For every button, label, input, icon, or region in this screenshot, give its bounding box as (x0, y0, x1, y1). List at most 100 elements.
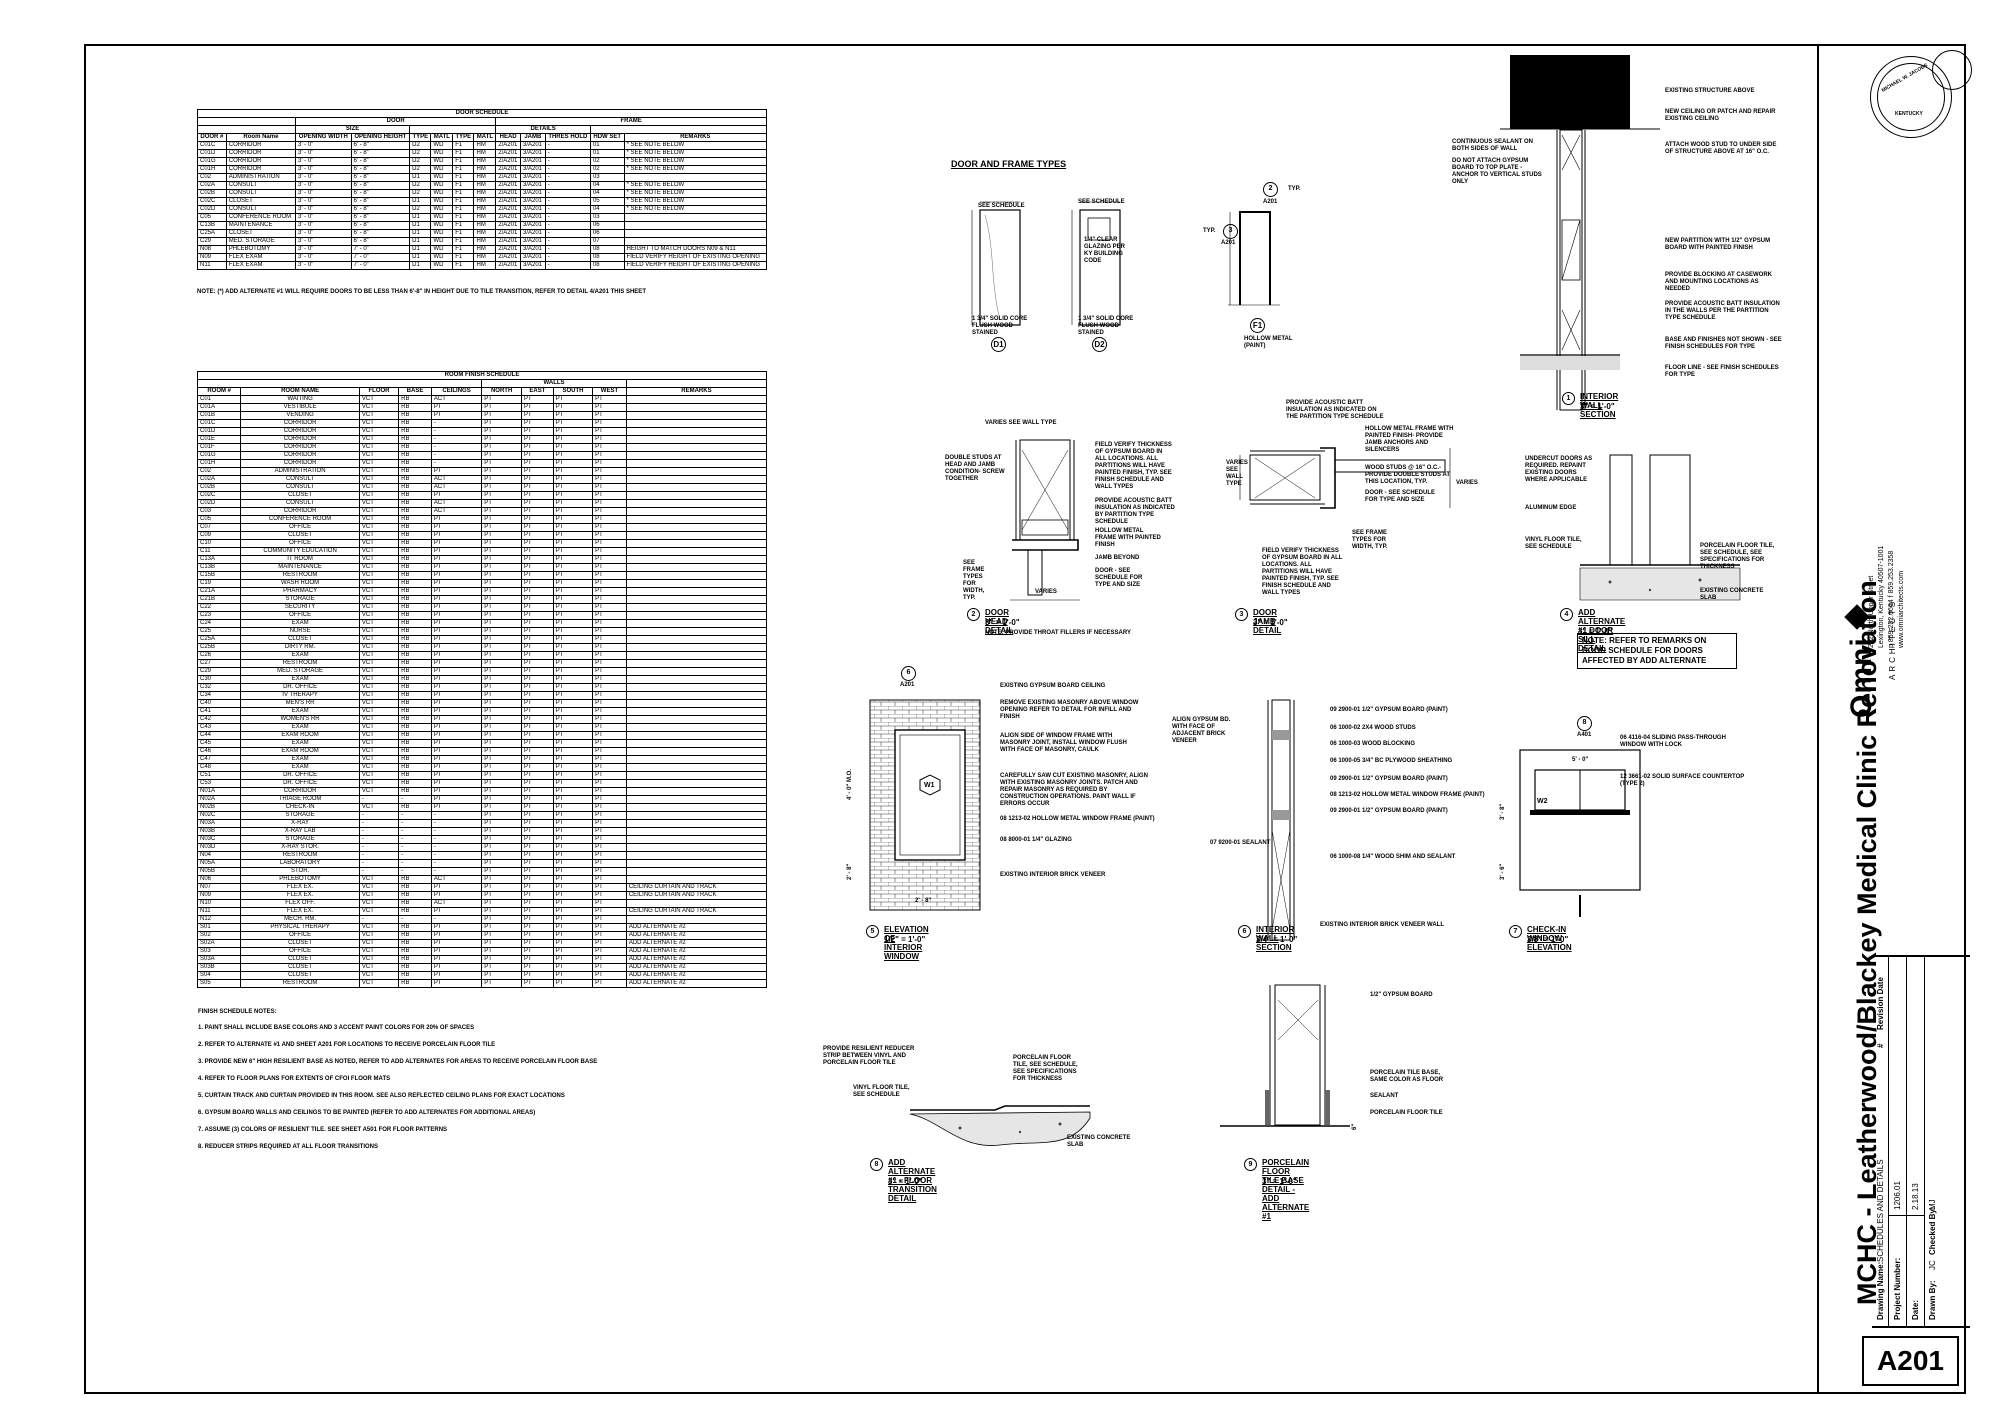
table-cell: PT (521, 475, 554, 484)
table-cell: C02A (196, 475, 242, 484)
door-header-0: DOOR # (197, 133, 227, 142)
table-cell: DR. OFFICE (240, 779, 360, 788)
table-cell: - (430, 443, 483, 452)
table-cell: PT (430, 763, 483, 772)
table-cell: C02D (196, 499, 242, 508)
table-cell: VCT (358, 619, 400, 628)
detail-scale: 3/8" = 1'-0" (1527, 935, 1569, 944)
detail-number-bubble: 3 (1235, 608, 1248, 621)
table-cell: 3' - 0" (295, 141, 352, 150)
table-cell: PT (552, 691, 594, 700)
table-cell: - (544, 141, 591, 150)
table-cell: PT (521, 827, 554, 836)
table-cell: C29 (196, 667, 242, 676)
table-cell: PT (481, 923, 523, 932)
finish-note: 4. REFER TO FLOOR PLANS FOR EXTENTS OF C… (198, 1076, 391, 1082)
callout-label: EXISTING INTERIOR BRICK VENEER (1000, 872, 1106, 878)
table-cell: PT (592, 971, 627, 980)
table-cell: PT (521, 803, 554, 812)
table-cell: RB (398, 515, 432, 524)
detail-5-bubble: 6 (901, 666, 916, 681)
table-cell: CONSULT (240, 475, 360, 484)
table-cell: PT (552, 947, 594, 956)
table-cell: STORAGE (240, 811, 360, 820)
table-cell: WOMEN'S RR (240, 715, 360, 724)
table-cell: PT (552, 739, 594, 748)
table-cell (625, 667, 768, 676)
callout-label: 06 4116-04 SLIDING PASS-THROUGH WINDOW W… (1620, 735, 1726, 748)
table-cell: VCT (358, 451, 400, 460)
table-cell: PT (592, 467, 627, 476)
table-cell: PT (592, 499, 627, 508)
table-cell: CEILING CURTAIN AND TRACK (625, 891, 768, 900)
table-cell: COMMUNITY EDUCATION (240, 547, 360, 556)
table-cell: - (430, 819, 483, 828)
door-header-3: OPENING HEIGHT (350, 133, 411, 142)
callout-label: DO NOT ATTACH GYPSUM BOARD TO TOP PLATE … (1452, 158, 1542, 185)
table-cell: PT (430, 595, 483, 604)
table-cell: RB (398, 579, 432, 588)
table-cell (625, 739, 768, 748)
table-cell: WASH ROOM (240, 579, 360, 588)
table-cell: - (430, 859, 483, 868)
table-cell: PT (592, 507, 627, 516)
table-cell: 02 (589, 165, 625, 174)
table-cell: VCT (358, 435, 400, 444)
table-cell: PT (430, 707, 483, 716)
table-cell: PT (521, 755, 554, 764)
table-cell (625, 467, 768, 476)
table-cell: C09 (196, 531, 242, 540)
table-cell (625, 643, 768, 652)
table-cell: CORRIDOR (240, 787, 360, 796)
table-cell: VCT (358, 971, 400, 980)
detail-8-drawing (909, 1105, 1091, 1146)
table-cell: PT (592, 435, 627, 444)
table-cell: PT (521, 795, 554, 804)
table-cell (625, 443, 768, 452)
table-cell: PT (552, 955, 594, 964)
table-cell: VCT (358, 715, 400, 724)
address-line: Lexington, Kentucky 40507-1001 (1878, 545, 1885, 648)
table-cell: C01E (196, 435, 242, 444)
table-cell: PT (521, 899, 554, 908)
table-cell: C05 (196, 515, 242, 524)
table-cell: PT (521, 563, 554, 572)
table-cell: ACT (430, 483, 483, 492)
table-cell: - (544, 245, 591, 254)
door-schedule-title: DOOR SCHEDULE (197, 109, 767, 118)
table-cell: PT (430, 659, 483, 668)
table-cell: PT (430, 883, 483, 892)
table-cell: PT (592, 731, 627, 740)
table-cell: WD (430, 181, 454, 190)
table-cell (625, 779, 768, 788)
table-cell (625, 459, 768, 468)
table-cell: S05 (196, 979, 242, 988)
table-cell: C01F (196, 443, 242, 452)
table-cell: - (358, 859, 400, 868)
table-cell: ADD ALTERNATE #2 (625, 979, 768, 988)
table-cell: N11 (197, 261, 227, 270)
table-cell: D1 (409, 173, 432, 182)
drawing-border (84, 44, 1966, 1394)
table-cell: VCT (358, 395, 400, 404)
typ-label-top: TYP. (1288, 186, 1301, 192)
table-cell: RB (398, 587, 432, 596)
table-cell: PT (592, 547, 627, 556)
table-cell: S03A (196, 955, 242, 964)
table-cell: PT (552, 755, 594, 764)
callout-label: FIELD VERIFY THICKNESS OF GYPSUM BOARD I… (1262, 548, 1343, 596)
table-cell: F1 (452, 253, 475, 262)
table-cell: PT (521, 627, 554, 636)
table-cell: 04 (589, 181, 625, 190)
